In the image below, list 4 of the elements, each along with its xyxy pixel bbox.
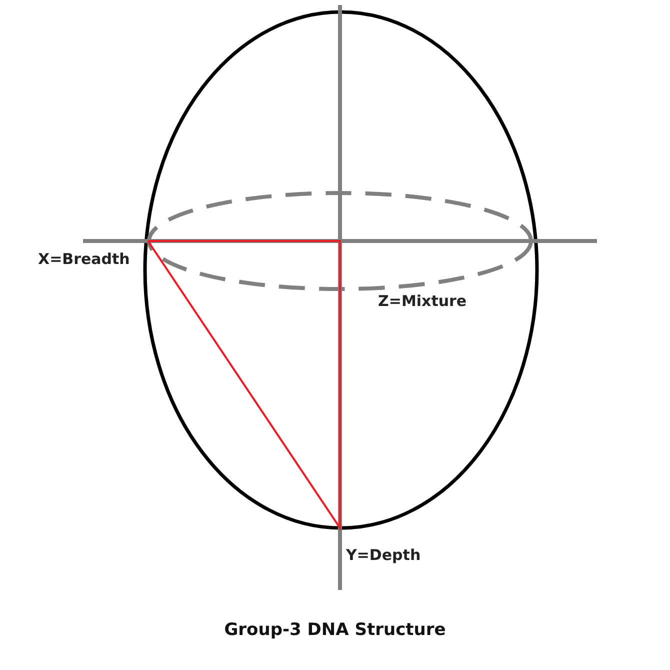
axis-label: Y=Depth xyxy=(346,546,421,564)
axis-label: X=Breadth xyxy=(38,250,130,268)
diagram-title: Group-3 DNA Structure xyxy=(223,620,447,640)
axis-label: Z=Mixture xyxy=(378,292,467,310)
